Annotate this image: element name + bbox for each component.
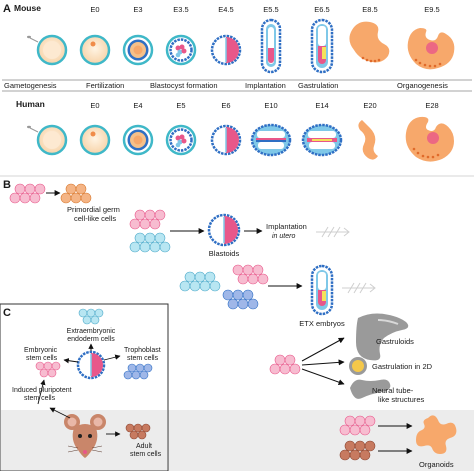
- esc-cells: [35, 361, 61, 378]
- organoids-label: Organoids: [419, 460, 454, 469]
- process-gastrulation: Gastrulation: [298, 81, 338, 90]
- pgc-source-cells: [9, 183, 46, 204]
- adult-stem-cells: [125, 423, 151, 440]
- human-stage-e0: E0: [90, 101, 99, 110]
- tsc-cells: [123, 363, 153, 380]
- human-row: [27, 116, 454, 162]
- mouse-blastocyst-late: [210, 34, 242, 66]
- process-implantation: Implantation: [245, 81, 286, 90]
- human-embryo-e28: [405, 116, 454, 162]
- process-band: Gametogenesis Fertilization Blastocyst f…: [2, 79, 472, 92]
- human-stage-e4: E4: [133, 101, 142, 110]
- mouse-egg-cylinder-e5-5: [260, 18, 282, 74]
- implantation-label: Implantation: [266, 222, 307, 231]
- organoid-source-cells: [339, 415, 376, 461]
- mouse-stage-e0: E0: [90, 5, 99, 14]
- mouse-zygote: [79, 34, 111, 66]
- human-zygote: [79, 124, 111, 156]
- mouse-label: Mouse: [14, 3, 41, 13]
- mouse-stage-e3: E3: [133, 5, 142, 14]
- gastruloids-label: Gastruloids: [376, 337, 414, 346]
- mouse-stage-e9-5: E9.5: [424, 5, 439, 14]
- human-stage-e5: E5: [176, 101, 185, 110]
- mouse-embryo-e8-5: [349, 21, 390, 63]
- pgc-label-line2: cell-like cells: [74, 214, 116, 223]
- ipsc-label-line2: stem cells: [24, 395, 56, 402]
- mouse-stage-e6-5: E6.5: [314, 5, 329, 14]
- arrow-to-gastrulation-2d: [301, 359, 345, 366]
- xen-label-line2: endoderm cells: [67, 336, 115, 343]
- tsc-label-line1: Trophoblast: [124, 347, 161, 354]
- arrow-to-gastruloids: [301, 337, 345, 362]
- panel-c: C Extraembryonic endoderm cells Embryoni…: [0, 303, 169, 471]
- arrow-to-esc: [63, 358, 79, 364]
- human-embryo-e20: [358, 120, 378, 160]
- gastrulation-2d-disc: [349, 357, 367, 375]
- human-oocyte: [27, 124, 68, 156]
- human-blastocyst-early: [165, 124, 197, 156]
- mouse-egg-cylinder-e6-5: [310, 18, 334, 74]
- mouse-oocyte: [27, 34, 68, 66]
- arrow-to-neural-tube: [301, 368, 345, 386]
- human-stage-e28: E28: [425, 101, 438, 110]
- tsc-label-line2: stem cells: [127, 355, 159, 362]
- in-utero-label: in utero: [272, 233, 295, 240]
- gastrulation-2d-label: Gastrulation in 2D: [372, 362, 433, 371]
- gastruloid-source-cells: [269, 354, 301, 375]
- mouse-embryo-e9-5: [407, 28, 455, 70]
- ipsc-label-line1: Induced pluripotent: [12, 387, 72, 394]
- adult-label-line2: stem cells: [130, 451, 162, 458]
- esc-label-line2: stem cells: [26, 355, 58, 362]
- panel-a-letter: A: [3, 3, 11, 15]
- mouse-row: [27, 18, 455, 74]
- mouse-morula: [122, 34, 154, 66]
- human-gastrula-e14: [301, 123, 343, 157]
- arrow-mouse-to-ipsc: [49, 407, 71, 419]
- process-gametogenesis: Gametogenesis: [4, 81, 57, 90]
- human-stage-e14: E14: [315, 101, 328, 110]
- panel-c-letter: C: [3, 307, 11, 319]
- pgc-label-line1: Primordial germ: [67, 205, 120, 214]
- blocked-arrow-etx: [342, 282, 376, 294]
- panel-b-letter: B: [3, 179, 11, 191]
- mouse-head-icon: [64, 414, 106, 458]
- human-stage-e10: E10: [264, 101, 277, 110]
- neural-tube-label-line2: like structures: [378, 395, 425, 404]
- mouse-blastocyst-early: [165, 34, 197, 66]
- mouse-stage-e8-5: E8.5: [362, 5, 377, 14]
- adult-label-line1: Adult: [136, 443, 152, 450]
- human-blastocyst-late: [210, 124, 242, 156]
- panel-c-blastocyst: [76, 350, 106, 380]
- panel-a: A Mouse E0 E3 E3.5 E4.5 E5.5 E6.5 E8.5 E…: [0, 0, 474, 176]
- blastoids-label: Blastoids: [209, 249, 240, 258]
- blastoid: [207, 213, 241, 247]
- esc-label-line1: Embryonic: [24, 347, 58, 354]
- gastruloid: [356, 313, 409, 361]
- process-blastocyst-formation: Blastocyst formation: [150, 81, 218, 90]
- human-morula: [122, 124, 154, 156]
- process-organogenesis: Organogenesis: [397, 81, 448, 90]
- arrow-to-tsc: [103, 354, 121, 361]
- human-label: Human: [16, 99, 45, 109]
- xen-cells: [78, 308, 104, 325]
- mouse-stage-e4-5: E4.5: [218, 5, 233, 14]
- etx-source-cells: [179, 264, 269, 310]
- etx-label: ETX embryos: [299, 319, 345, 328]
- blastoid-source-cells: [129, 209, 171, 253]
- process-fertilization: Fertilization: [86, 81, 124, 90]
- organoid: [416, 415, 457, 454]
- human-stage-e20: E20: [363, 101, 376, 110]
- mouse-stage-e5-5: E5.5: [263, 5, 278, 14]
- mouse-stage-e3-5: E3.5: [173, 5, 188, 14]
- pgc-like-cells: [60, 183, 92, 204]
- xen-label-line1: Extraembryonic: [67, 328, 116, 335]
- neural-tube-label-line1: Neural tube-: [372, 386, 414, 395]
- human-stage-e6: E6: [221, 101, 230, 110]
- human-bilaminar-disc-e10: [250, 123, 292, 157]
- blocked-arrow-implantation: [316, 226, 350, 238]
- arrow-ipsc-to-esc: [37, 379, 46, 405]
- neural-tube-structure: [350, 379, 391, 399]
- etx-embryo: [310, 264, 334, 316]
